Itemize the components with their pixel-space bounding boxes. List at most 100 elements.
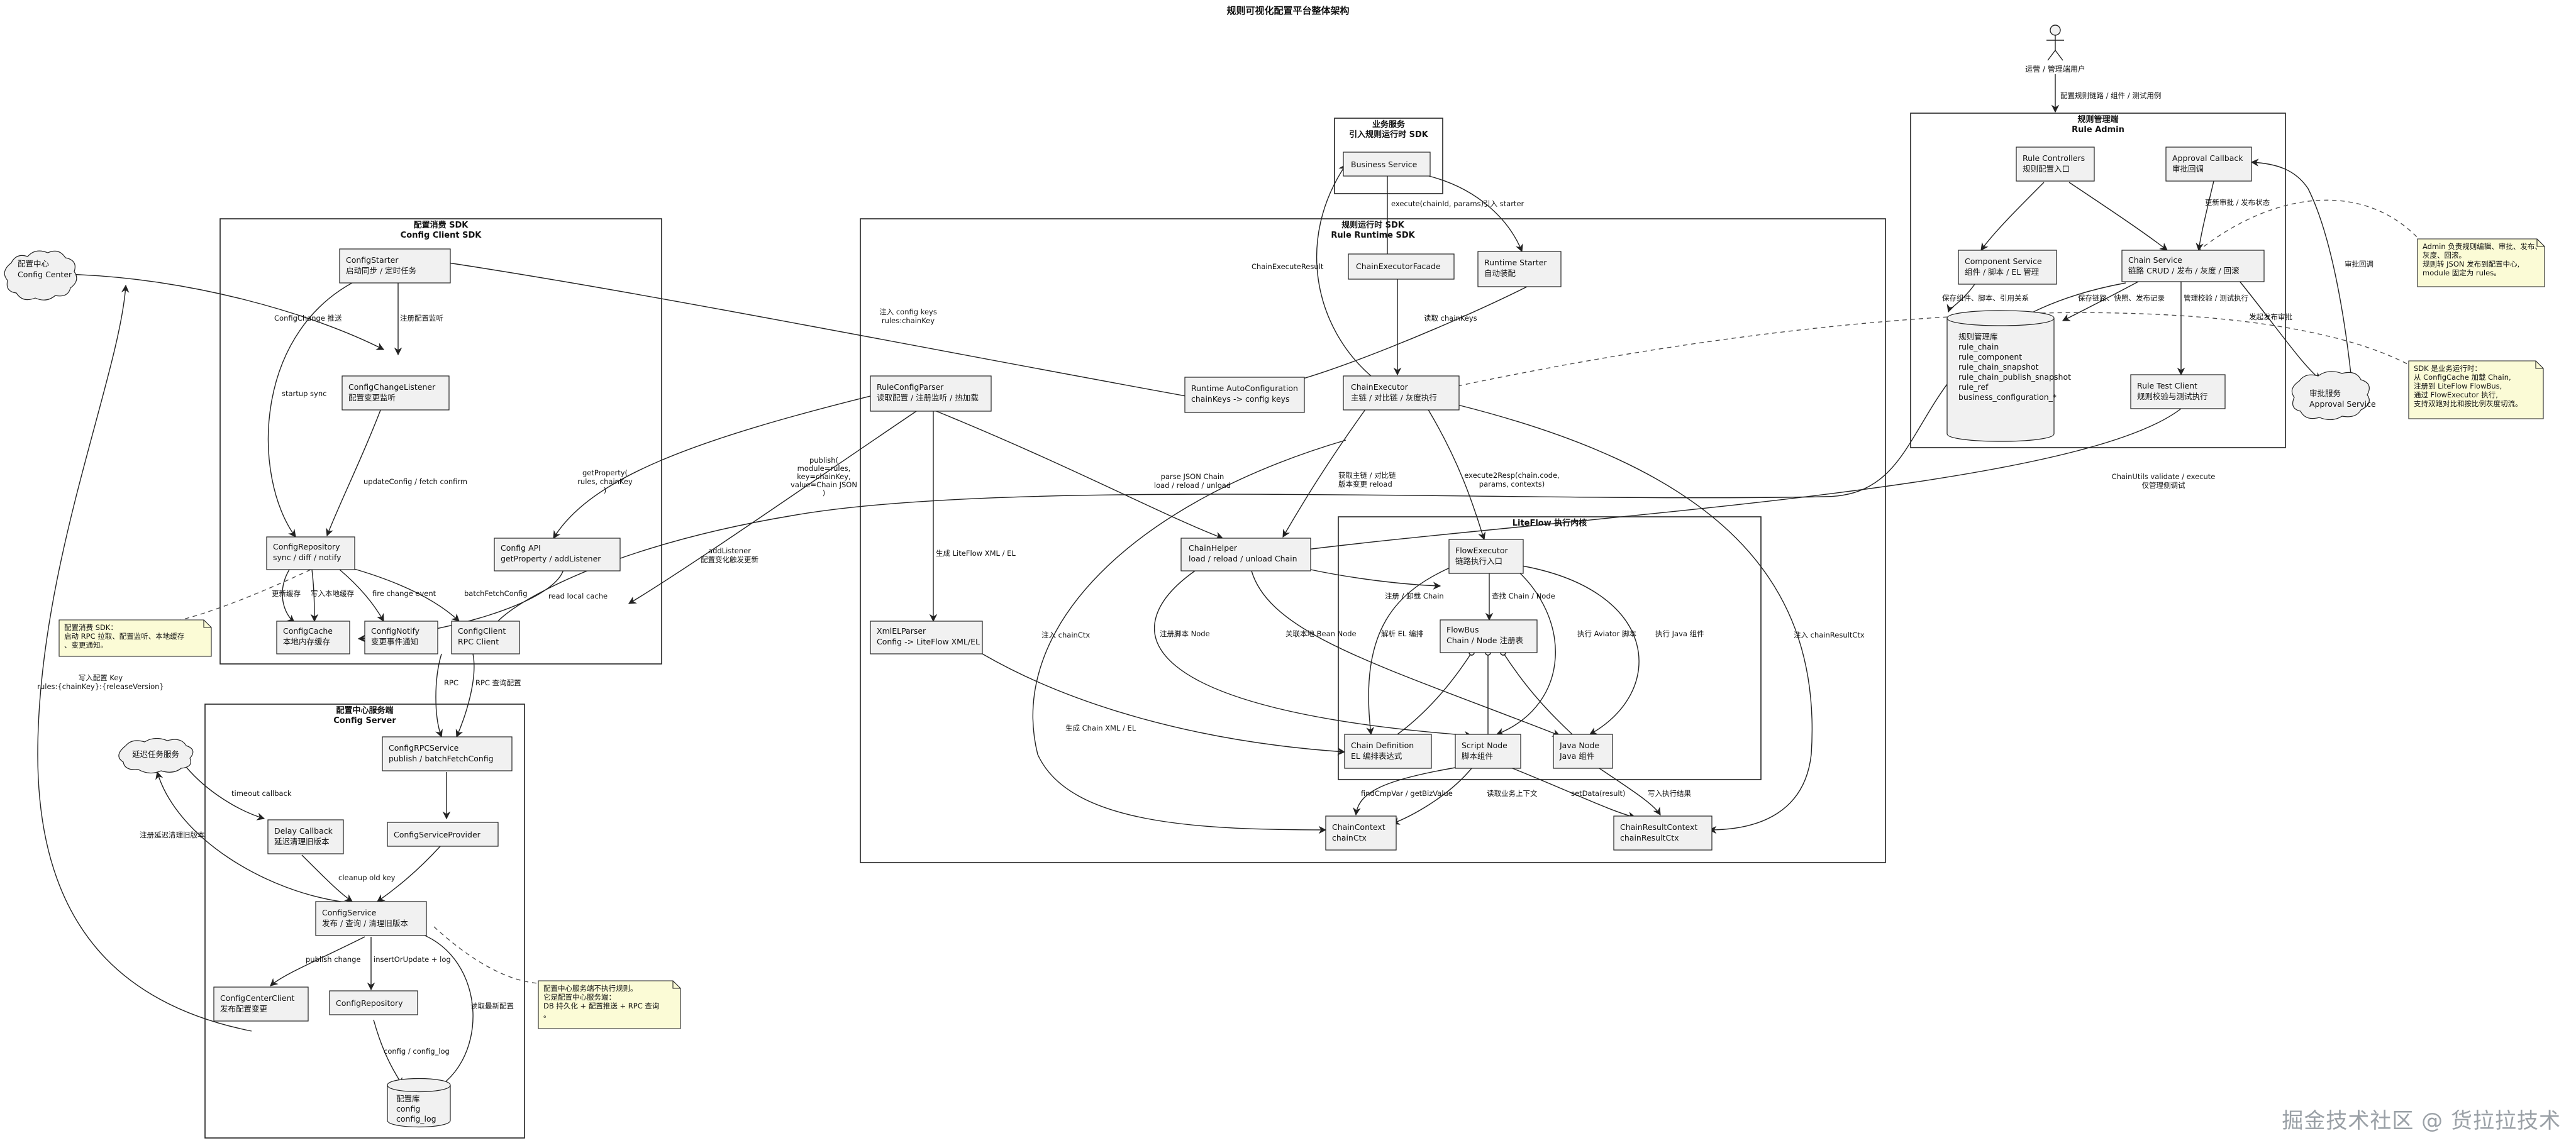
edge-chain-utils bbox=[1285, 408, 2182, 555]
edge-starter bbox=[1428, 175, 1523, 253]
svg-text:ConfigRepository: ConfigRepository bbox=[336, 998, 403, 1008]
actor-label: 运营 / 管理端用户 bbox=[2025, 64, 2085, 74]
label-inject-ctx: 注入 chainCtx bbox=[1041, 631, 1090, 639]
edge-controllers-chain bbox=[2068, 182, 2168, 251]
edge-inject-result-ctx bbox=[1457, 404, 1813, 834]
component-business-service: Business Service bbox=[1343, 152, 1431, 177]
label-write-cache: 写入本地缓存 bbox=[311, 589, 354, 598]
note-connector-server bbox=[433, 926, 539, 984]
edge-fire-event bbox=[339, 569, 384, 622]
label-execute2resp: execute2Resp(chain.code,params, contexts… bbox=[1464, 471, 1559, 489]
component-config-repository-server: ConfigRepository bbox=[329, 990, 418, 1015]
label-get-main-chain: 获取主链 / 对比链版本变更 reload bbox=[1338, 471, 1396, 489]
edge-save-components bbox=[1946, 284, 1975, 313]
label-timeout-cb: timeout callback bbox=[231, 789, 292, 798]
package-runtime-sdk bbox=[860, 218, 1886, 863]
label-write-result: 写入执行结果 bbox=[1648, 789, 1691, 798]
edge-start-approval bbox=[2238, 280, 2321, 380]
actor-user bbox=[2046, 25, 2064, 61]
svg-text:Business Service: Business Service bbox=[1351, 160, 1418, 169]
label-parse-el: 解析 EL 编排 bbox=[1381, 629, 1423, 638]
svg-text:规则管理库 rule_chain: 规则管理库 rule_chain rule_component rule_cha… bbox=[1958, 332, 2074, 402]
diagram-title: 规则可视化配置平台整体架构 bbox=[1226, 5, 1349, 16]
note-connector-runtime bbox=[1457, 312, 2409, 387]
edge-flowbus-definition bbox=[1397, 649, 1475, 735]
label-rpc-query: RPC 查询配置 bbox=[475, 678, 521, 687]
edge-get-property bbox=[553, 393, 881, 539]
label-update-config: updateConfig / fetch confirm bbox=[364, 477, 467, 486]
label-exec-java: 执行 Java 组件 bbox=[1655, 629, 1704, 638]
svg-text:配置库 config con: 配置库 config config_log bbox=[396, 1094, 436, 1124]
edge-parse-el bbox=[1366, 565, 1455, 736]
edge-config-change-push bbox=[61, 273, 385, 350]
edge-publish bbox=[489, 282, 2126, 633]
edge-register-delay bbox=[155, 771, 350, 903]
note-runtime: SDK 是业务运行时：从 ConfigCache 加载 Chain,注册到 Li… bbox=[2408, 360, 2544, 419]
label-save-components: 保存组件、脚本、引用关系 bbox=[1942, 294, 2029, 302]
label-start-approval: 发起发布审批 bbox=[2249, 312, 2292, 321]
edge-execute2resp bbox=[1427, 408, 1486, 541]
label-read-cache: read local cache bbox=[548, 592, 608, 600]
label-register-delay: 注册延迟清理旧版本 bbox=[140, 831, 205, 839]
svg-text:ConfigServiceProvider: ConfigServiceProvider bbox=[394, 830, 481, 839]
database-config-db: 配置库 config config_log bbox=[387, 1078, 451, 1128]
edge-batch-fetch bbox=[352, 568, 460, 622]
svg-text:配置中心服务端不执行规则。它是配置中心服务端：DB 持久化: 配置中心服务端不执行规则。它是配置中心服务端：DB 持久化 + 配置推送 + R… bbox=[543, 984, 659, 1019]
label-rpc: RPC bbox=[444, 678, 458, 687]
label-bind-bean: 关联本地 Bean Node bbox=[1285, 629, 1357, 638]
label-update-approval: 更新审批 / 发布状态 bbox=[2205, 198, 2270, 207]
label-execute: execute(chainId, params) bbox=[1391, 199, 1484, 208]
edge-reg-script bbox=[1153, 570, 1473, 739]
edge-add-listener bbox=[628, 409, 919, 604]
package-biz bbox=[1334, 118, 1443, 194]
label-actor-admin: 配置规则链路 / 组件 / 测试用例 bbox=[2060, 91, 2161, 100]
label-publish: publish(module=rules,key=chainKey,value=… bbox=[791, 456, 857, 497]
edge-provider-service bbox=[376, 846, 441, 902]
label-exec-aviator: 执行 Aviator 脚本 bbox=[1577, 629, 1636, 638]
edge-inject-config-keys bbox=[430, 257, 1187, 397]
label-gen-chain-xml: 生成 Chain XML / EL bbox=[1065, 724, 1136, 732]
svg-text:SDK 是业务运行时：从 ConfigCache 加载 Ch: SDK 是业务运行时：从 ConfigCache 加载 Chain,注册到 Li… bbox=[2414, 364, 2523, 408]
edge-update-cache bbox=[282, 569, 295, 623]
edge-read-chainkeys bbox=[1282, 286, 1528, 387]
label-insert-update: insertOrUpdate + log bbox=[374, 955, 451, 964]
label-chain-execute-result: ChainExecuteResult bbox=[1252, 262, 1324, 271]
label-save-chain: 保存链路、快照、发布记录 bbox=[2078, 294, 2165, 302]
label-reg-script: 注册脚本 Node bbox=[1160, 629, 1210, 638]
